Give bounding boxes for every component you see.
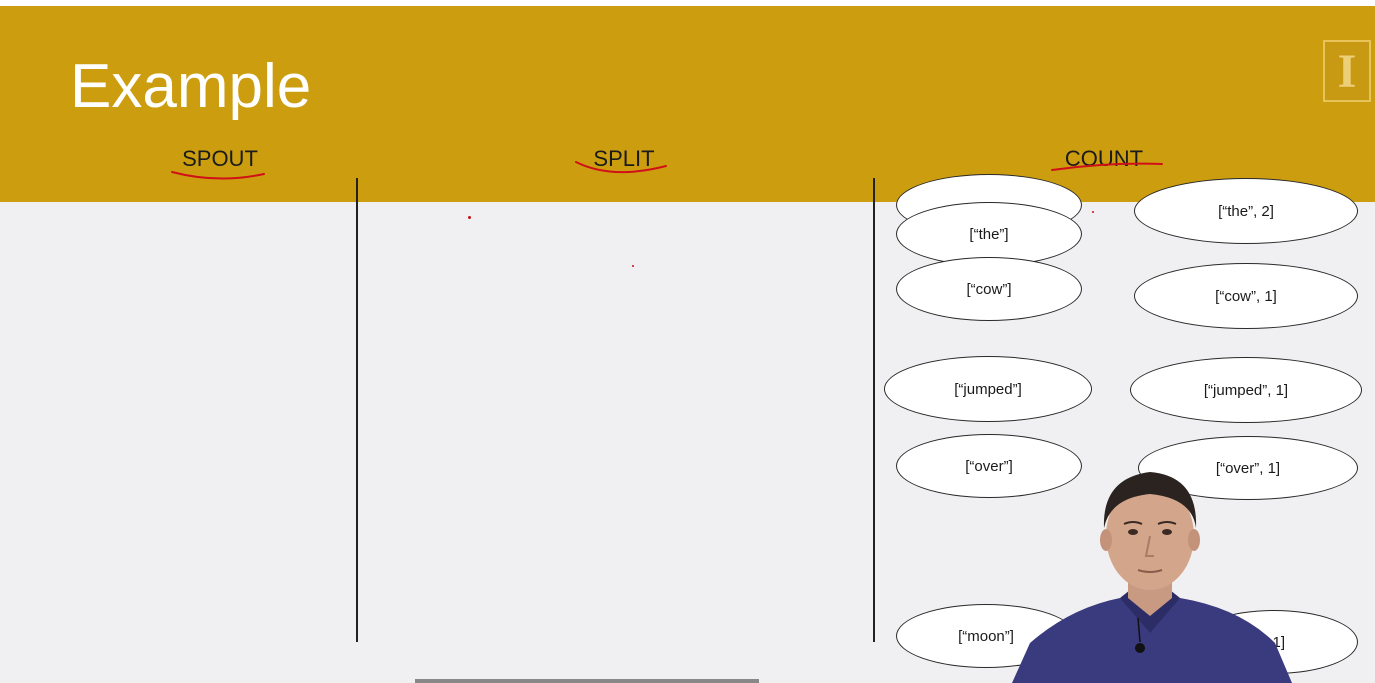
column-header-spout: SPOUT <box>182 146 258 171</box>
tuple-label: [“cow”] <box>966 280 1012 298</box>
tuple-ellipse: [“over”] <box>896 434 1082 498</box>
logo-letter: I <box>1337 44 1357 98</box>
ink-mark <box>1092 211 1094 213</box>
count-label: [“cow”, 1] <box>1215 287 1277 305</box>
count-label: [“jumped”, 1] <box>1203 381 1289 399</box>
column-divider <box>356 178 358 642</box>
tuple-label: [“over”] <box>965 457 1013 475</box>
count-ellipse: [“cow”, 1] <box>1134 263 1358 329</box>
tuple-label: [“moon”] <box>958 627 1014 645</box>
split-underline-annotation <box>575 161 667 174</box>
title-banner <box>0 6 1375 202</box>
count-label: [“the”, 2] <box>1218 202 1274 220</box>
university-logo: I <box>1323 40 1371 102</box>
tuple-label: [“the”] <box>969 225 1009 243</box>
column-header-split: SPLIT <box>593 146 655 171</box>
slide-title: Example <box>70 52 312 121</box>
presenter-video <box>1012 472 1292 683</box>
tuple-ellipse: [“cow”] <box>896 257 1082 321</box>
column-divider <box>873 178 875 642</box>
tuple-ellipse: [“jumped”] <box>884 356 1092 422</box>
video-scrub-bar[interactable] <box>415 679 759 683</box>
ink-mark <box>468 216 471 219</box>
spout-underline-annotation <box>171 171 265 180</box>
ink-mark <box>632 265 634 267</box>
count-ellipse: [“the”, 2] <box>1134 178 1358 244</box>
count-label: [“over”, 1] <box>1215 459 1281 477</box>
count-underline-annotation <box>1051 162 1163 171</box>
count-ellipse: [“over”, 1] <box>1138 436 1358 500</box>
count-ellipse: [“jumped”, 1] <box>1130 357 1362 423</box>
tuple-label: [“jumped”] <box>954 380 1022 398</box>
slide: Example I SPOUT SPLIT COUNT [“the”] [“co… <box>0 6 1375 683</box>
